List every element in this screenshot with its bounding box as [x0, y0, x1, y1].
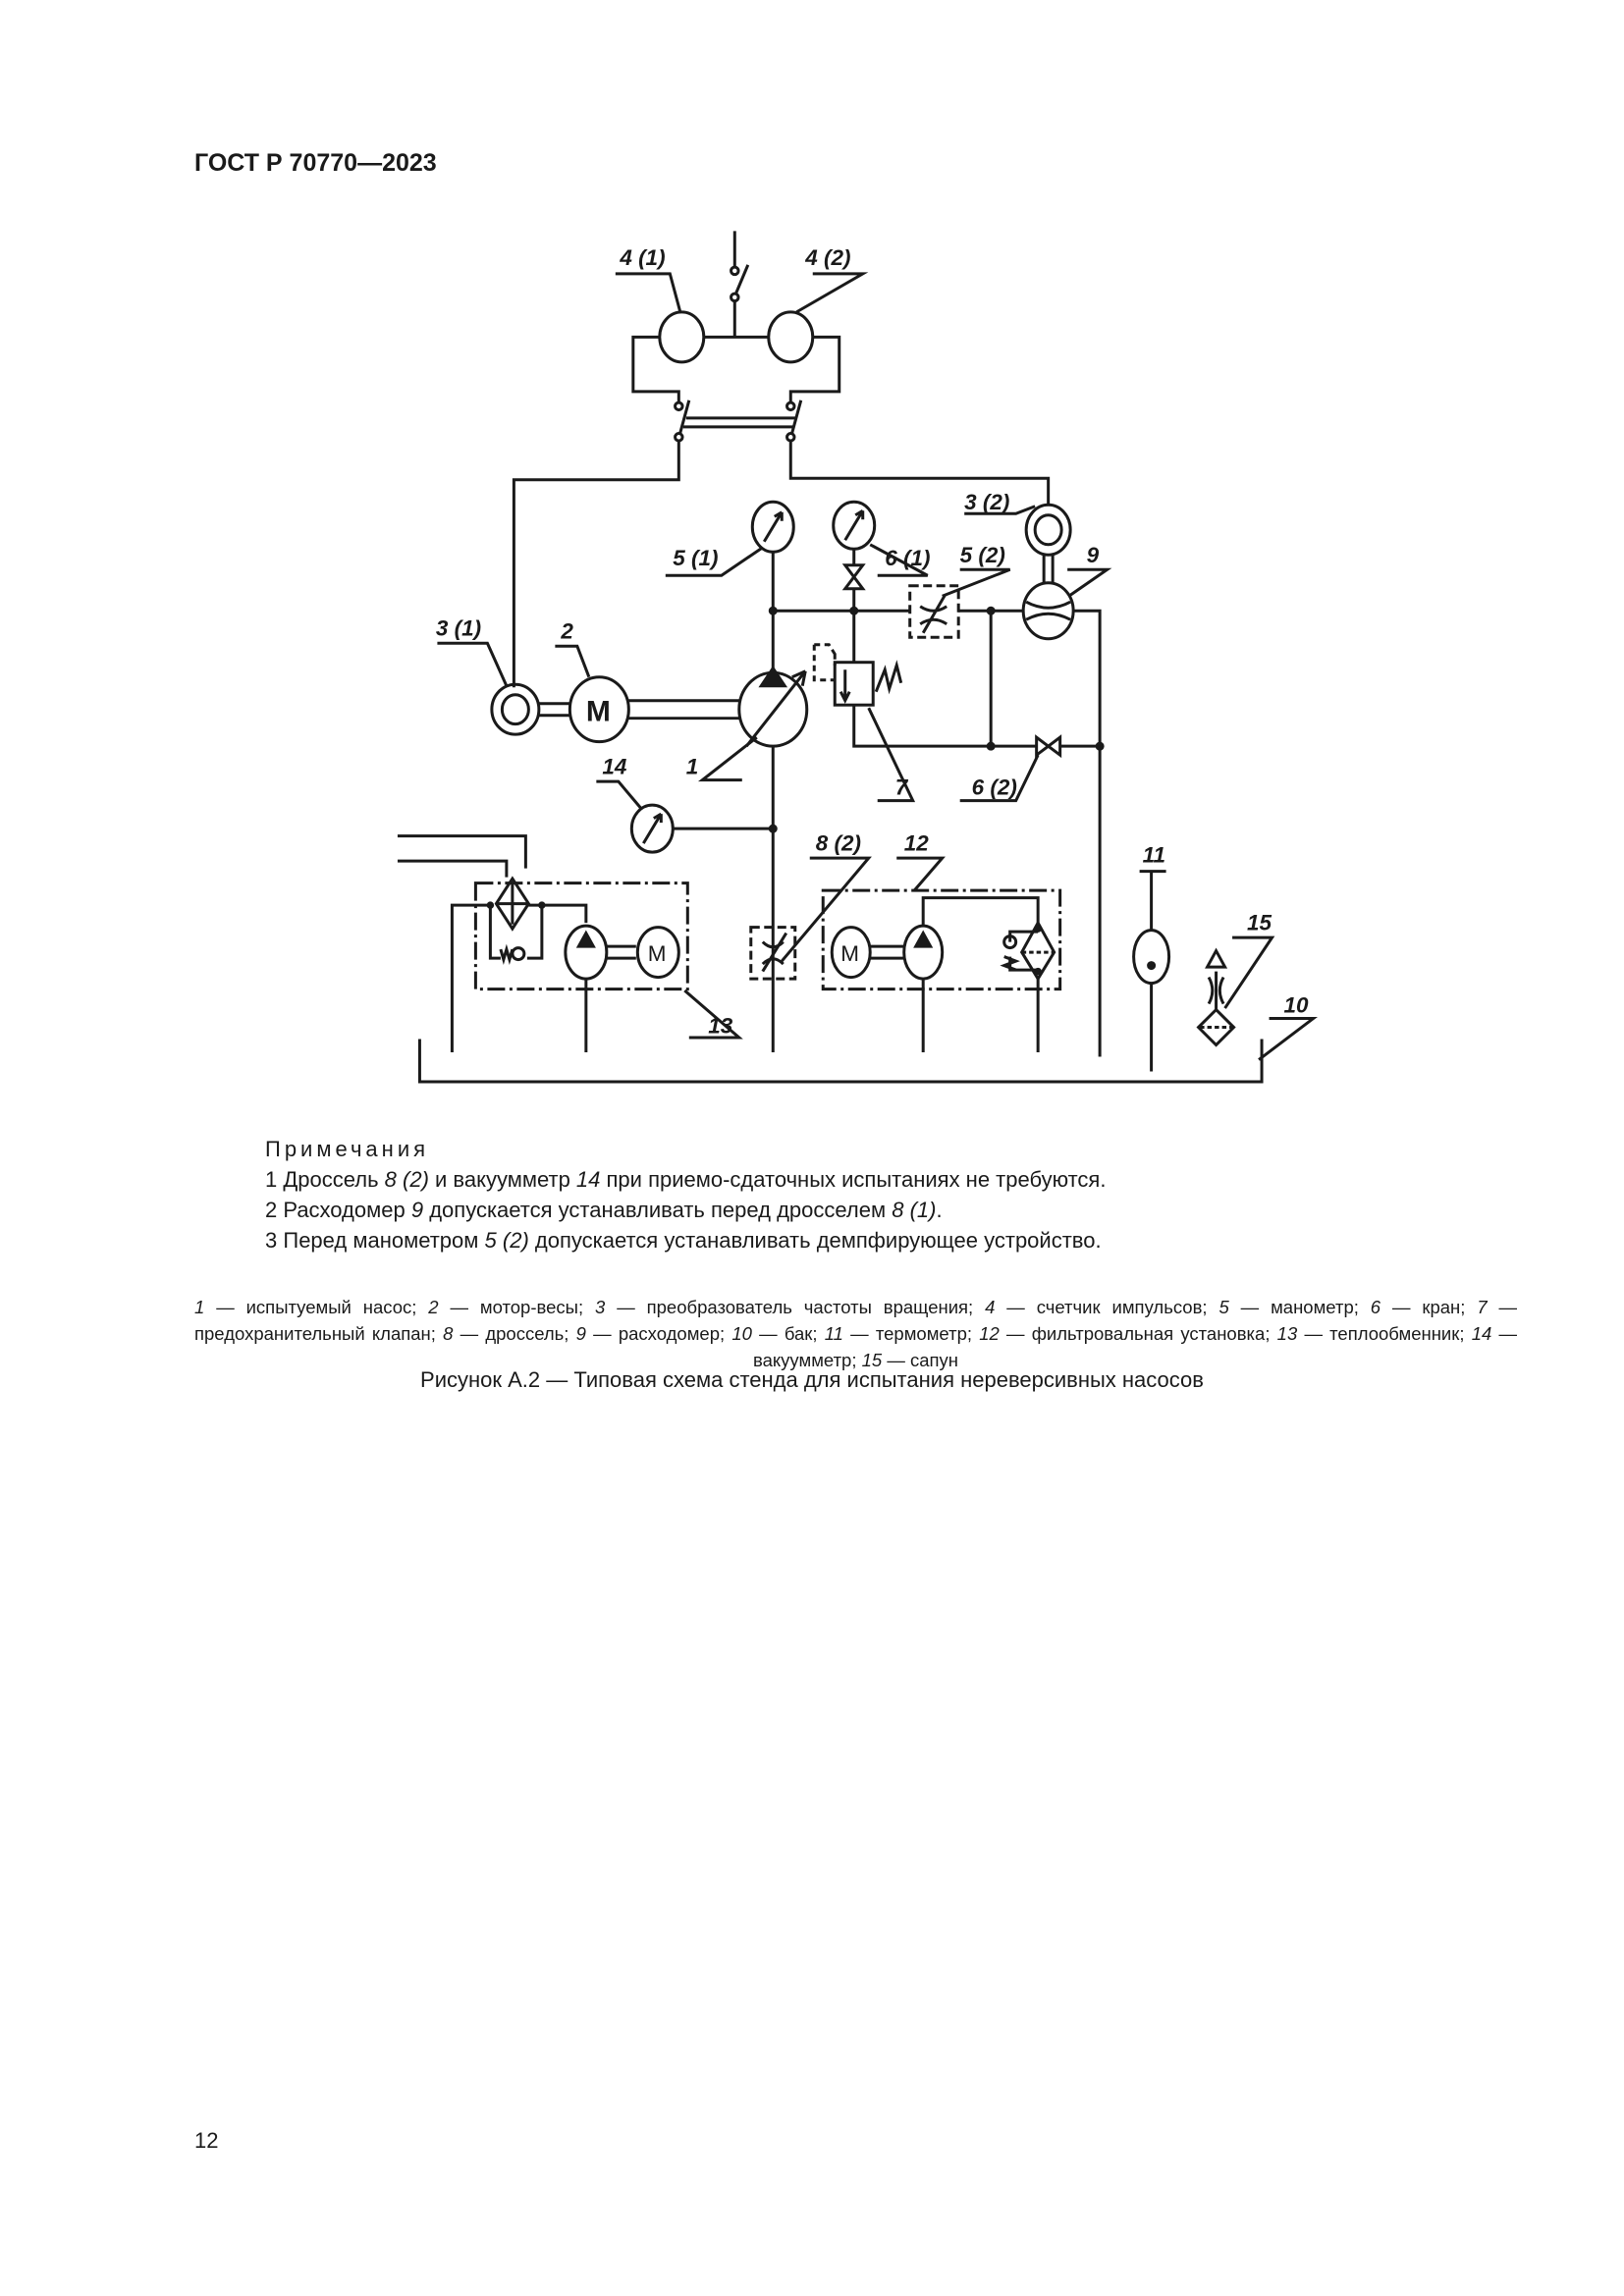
svg-text:15: 15 — [1247, 911, 1272, 935]
motor-scales: M — [568, 675, 630, 744]
breather — [1196, 947, 1236, 1047]
legend-text: — преобразователь частоты вращения; — [605, 1297, 986, 1317]
svg-text:4 (2): 4 (2) — [804, 245, 850, 270]
svg-text:4 (1): 4 (1) — [619, 245, 665, 270]
pulse-counter-1 — [658, 310, 706, 364]
relief-valve — [812, 643, 903, 707]
legend-text: — испытуемый насос; — [204, 1297, 429, 1317]
svg-text:5 (1): 5 (1) — [673, 546, 718, 570]
note-text: допускается устанавливать перед дросселе… — [423, 1198, 893, 1222]
legend-text: — фильтровальная установка; — [999, 1323, 1277, 1344]
svg-text:14: 14 — [602, 755, 627, 779]
note-text: 14 — [575, 1167, 601, 1192]
legend-number: 14 — [1471, 1323, 1492, 1344]
legend-number: 4 — [985, 1297, 996, 1317]
note-text: и вакуумметр — [428, 1167, 576, 1192]
svg-text:7: 7 — [895, 775, 909, 800]
legend-number: 9 — [575, 1323, 586, 1344]
thermometer — [1132, 871, 1171, 1072]
svg-text:5 (2): 5 (2) — [960, 543, 1005, 567]
note-number: 2 — [265, 1198, 278, 1222]
svg-text:9: 9 — [1087, 543, 1100, 567]
note-text: 5 (2) — [484, 1228, 529, 1253]
svg-text:2: 2 — [560, 619, 573, 644]
test-pump — [737, 666, 809, 748]
legend-number: 11 — [824, 1323, 843, 1344]
valve-6-1 — [841, 563, 866, 591]
legend-number: 15 — [861, 1350, 883, 1370]
svg-text:M: M — [586, 696, 611, 728]
figure-legend: 1 — испытуемый насос; 2 — мотор-весы; 3 … — [194, 1294, 1517, 1373]
note-text: . — [936, 1198, 943, 1222]
legend-text: — сапун — [882, 1350, 959, 1370]
note-text: Расходомер — [283, 1198, 411, 1222]
speed-sensor-2 — [1024, 503, 1072, 583]
page-number: 12 — [194, 2128, 219, 2153]
svg-text:6 (1): 6 (1) — [885, 546, 930, 570]
note-item: 1 Дроссель 8 (2) и вакуумметр 14 при при… — [265, 1164, 1106, 1195]
legend-number: 6 — [1370, 1297, 1381, 1317]
speed-sensor-1 — [490, 682, 541, 736]
double-switch — [674, 400, 803, 443]
svg-text:12: 12 — [904, 831, 930, 856]
legend-text: — мотор-весы; — [438, 1297, 595, 1317]
svg-text:10: 10 — [1284, 993, 1310, 1018]
note-text: 8 (2) — [384, 1167, 429, 1192]
legend-number: 13 — [1276, 1323, 1298, 1344]
legend-number: 7 — [1477, 1297, 1488, 1317]
svg-text:3 (2): 3 (2) — [964, 490, 1009, 514]
note-text: при приемо-сдаточных испытаниях не требу… — [600, 1167, 1107, 1192]
valve-6-2 — [1035, 734, 1062, 759]
note-text: допускается устанавливать демпфирующее у… — [528, 1228, 1102, 1253]
legend-text: — дроссель; — [453, 1323, 576, 1344]
throttle-5-2 — [908, 584, 960, 639]
svg-text:8 (2): 8 (2) — [816, 831, 861, 856]
document-header: ГОСТ Р 70770—2023 — [194, 149, 437, 177]
filter-unit: M — [821, 888, 1062, 1053]
legend-text: — манометр; — [1228, 1297, 1371, 1317]
legend-text: — бак; — [751, 1323, 825, 1344]
flowmeter — [1021, 581, 1075, 641]
legend-text: — счетчик импульсов; — [995, 1297, 1219, 1317]
figure-caption: Рисунок А.2 — Типовая схема стенда для и… — [420, 1367, 1204, 1392]
svg-text:M: M — [648, 941, 667, 966]
notes-title: Примечания — [265, 1137, 430, 1161]
legend-number: 8 — [443, 1323, 454, 1344]
note-text: Дроссель — [283, 1167, 385, 1192]
svg-text:11: 11 — [1143, 843, 1165, 868]
legend-text: — расходомер; — [585, 1323, 732, 1344]
note-text: Перед манометром — [283, 1228, 485, 1253]
legend-text: — вакуумметр; — [752, 1323, 1517, 1370]
notes-section: Примечания 1 Дроссель 8 (2) и вакуумметр… — [265, 1134, 1106, 1255]
pressure-gauge-6-1 — [832, 500, 877, 551]
throttle-8-2 — [749, 926, 797, 981]
legend-text: — предохранительный клапан; — [194, 1297, 1518, 1344]
svg-text:M: M — [840, 941, 859, 966]
note-number: 3 — [265, 1228, 278, 1253]
legend-number: 10 — [731, 1323, 752, 1344]
legend-text: — теплообменник; — [1297, 1323, 1472, 1344]
tank — [417, 1039, 1264, 1084]
svg-text:3 (1): 3 (1) — [436, 616, 481, 641]
svg-text:6 (2): 6 (2) — [972, 775, 1017, 800]
note-text: 9 — [410, 1198, 424, 1222]
legend-text: — кран; — [1380, 1297, 1478, 1317]
note-item: 2 Расходомер 9 допускается устанавливать… — [265, 1195, 1106, 1225]
heat-exchanger: M — [450, 876, 689, 1053]
pressure-gauge-5-1 — [750, 500, 795, 554]
svg-text:1: 1 — [686, 755, 699, 779]
selector-switch — [730, 264, 750, 303]
legend-number: 12 — [979, 1323, 1000, 1344]
legend-number: 5 — [1218, 1297, 1229, 1317]
note-item: 3 Перед манометром 5 (2) допускается уст… — [265, 1225, 1106, 1255]
svg-text:13: 13 — [708, 1014, 733, 1039]
legend-number: 2 — [428, 1297, 439, 1317]
vacuum-gauge — [629, 803, 675, 854]
legend-number: 1 — [194, 1297, 205, 1317]
note-text: 8 (1) — [892, 1198, 937, 1222]
pulse-counter-2 — [767, 310, 815, 364]
legend-text: — термометр; — [842, 1323, 980, 1344]
note-number: 1 — [265, 1167, 278, 1192]
legend-number: 3 — [595, 1297, 606, 1317]
